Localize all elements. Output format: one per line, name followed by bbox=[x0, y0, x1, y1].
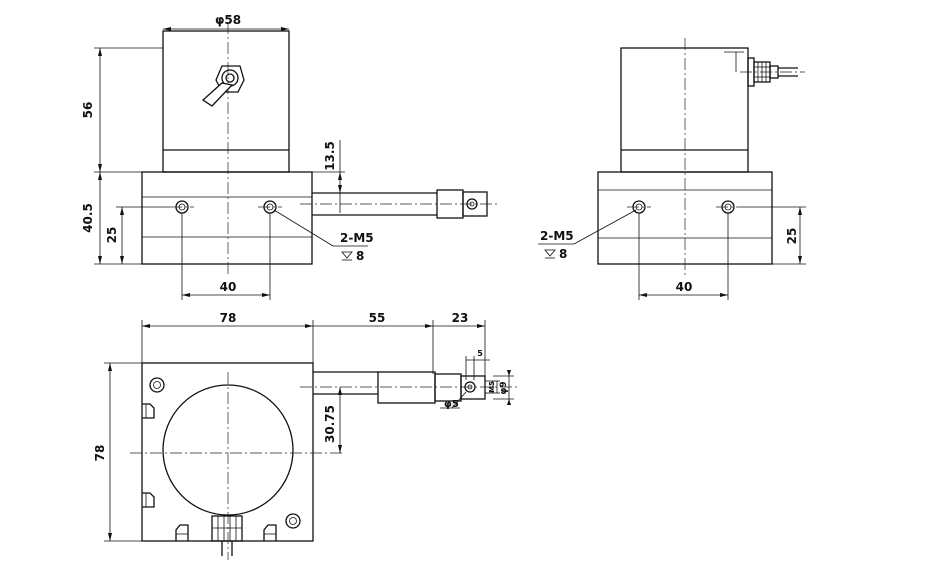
side-hole-callout: 2-M5 bbox=[540, 229, 574, 243]
dim-30-75: 30.75 bbox=[323, 405, 337, 443]
front-rod bbox=[300, 189, 500, 219]
clip-bottom-1 bbox=[175, 524, 189, 541]
depth-symbol bbox=[341, 251, 353, 259]
bottom-cable-gland bbox=[211, 515, 243, 556]
front-mount-hole-right bbox=[258, 200, 282, 214]
cable-gland bbox=[740, 57, 805, 87]
dim-56: 56 bbox=[81, 102, 95, 119]
side-dim-40: 40 bbox=[676, 280, 693, 294]
front-mount-hole-left bbox=[170, 200, 194, 214]
dim-40: 40 bbox=[220, 280, 237, 294]
dim-phi58: φ58 bbox=[215, 13, 241, 27]
dim-25: 25 bbox=[105, 227, 119, 244]
side-hole-depth: 8 bbox=[559, 247, 567, 261]
screw-top-left bbox=[149, 377, 165, 393]
clip-left-2 bbox=[142, 492, 155, 508]
side-housing bbox=[620, 47, 749, 173]
dim-13-5: 13.5 bbox=[323, 141, 337, 171]
side-mount-hole-right bbox=[716, 200, 740, 214]
dim-78-width: 78 bbox=[220, 311, 237, 325]
top-view: 78 55 23 78 30.75 5 M5 bbox=[93, 311, 520, 560]
toggle-switch bbox=[201, 65, 245, 107]
front-base bbox=[141, 171, 313, 265]
front-view: φ58 56 40.5 25 13.5 40 2-M bbox=[81, 13, 500, 300]
top-body bbox=[141, 362, 314, 542]
dim-23: 23 bbox=[452, 311, 469, 325]
clip-bottom-2 bbox=[263, 524, 277, 541]
dim-5: 5 bbox=[477, 349, 483, 358]
top-rod bbox=[300, 371, 520, 404]
dim-phi9: φ9 bbox=[499, 381, 509, 394]
screw-bottom-right bbox=[285, 513, 301, 529]
side-mount-hole-left bbox=[627, 200, 651, 214]
dim-55: 55 bbox=[369, 311, 386, 325]
dim-phi5: φ5 bbox=[444, 399, 459, 410]
clip-left-1 bbox=[142, 403, 155, 419]
front-housing bbox=[162, 30, 290, 173]
front-hole-callout: 2-M5 bbox=[340, 231, 374, 245]
side-dim-25: 25 bbox=[785, 228, 799, 245]
front-hole-depth: 8 bbox=[356, 249, 364, 263]
dim-40-5: 40.5 bbox=[81, 203, 95, 233]
side-view: 25 40 2-M5 8 bbox=[538, 38, 806, 300]
dim-m5: M5 bbox=[488, 381, 496, 393]
dim-78-height: 78 bbox=[93, 445, 107, 462]
